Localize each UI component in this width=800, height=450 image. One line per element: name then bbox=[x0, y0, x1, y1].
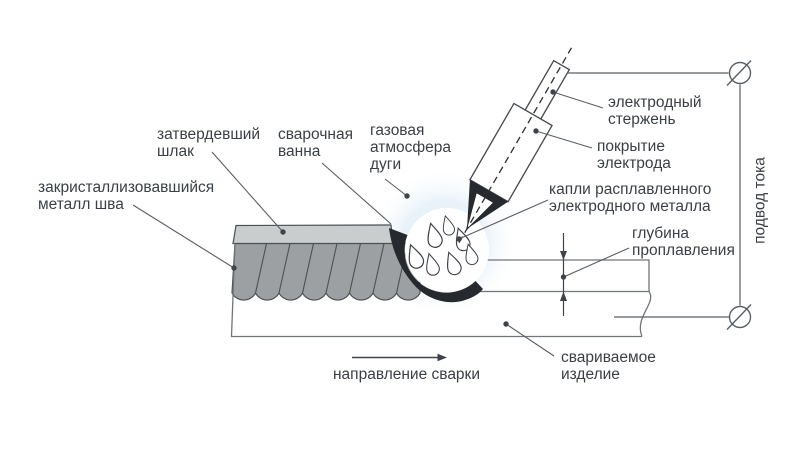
label-weld-pool: сварочная ванна bbox=[278, 126, 353, 160]
label-hardened-slag: затвердевший шлак bbox=[157, 126, 261, 160]
plate-break-edge bbox=[639, 291, 652, 337]
leader-lines bbox=[132, 91, 630, 357]
label-penetration-depth: глубина проплавления bbox=[632, 225, 735, 259]
workpiece-plate bbox=[230, 243, 652, 338]
label-current-supply: подвод тока bbox=[751, 157, 769, 244]
arc-zone bbox=[405, 208, 489, 292]
label-gas-atmosphere: газовая атмосфера дуги bbox=[370, 122, 452, 173]
current-supply-circuit bbox=[726, 60, 752, 330]
dimension-arrow-down-icon bbox=[560, 251, 567, 260]
label-welding-direction: направление сварки bbox=[333, 366, 480, 383]
label-crystallized-metal: закристаллизовавшийся металл шва bbox=[38, 179, 215, 213]
label-molten-drops: капли расплавленного электродного металл… bbox=[549, 181, 712, 215]
label-electrode-rod: электродный стержень bbox=[608, 94, 702, 128]
welding-direction-arrow-icon bbox=[352, 353, 447, 362]
electrode-assembly bbox=[458, 47, 573, 243]
label-workpiece: свариваемое изделие bbox=[561, 349, 656, 383]
slag-layer-shape bbox=[232, 224, 394, 245]
weld-pool-crescent bbox=[389, 228, 483, 303]
weld-bead-shape bbox=[231, 242, 421, 301]
leader-dots bbox=[231, 89, 567, 327]
electrode-axis-dashed-line bbox=[458, 47, 573, 243]
dimension-arrow-up-icon bbox=[560, 291, 567, 301]
label-electrode-coating: покрытие электрода bbox=[597, 138, 671, 172]
